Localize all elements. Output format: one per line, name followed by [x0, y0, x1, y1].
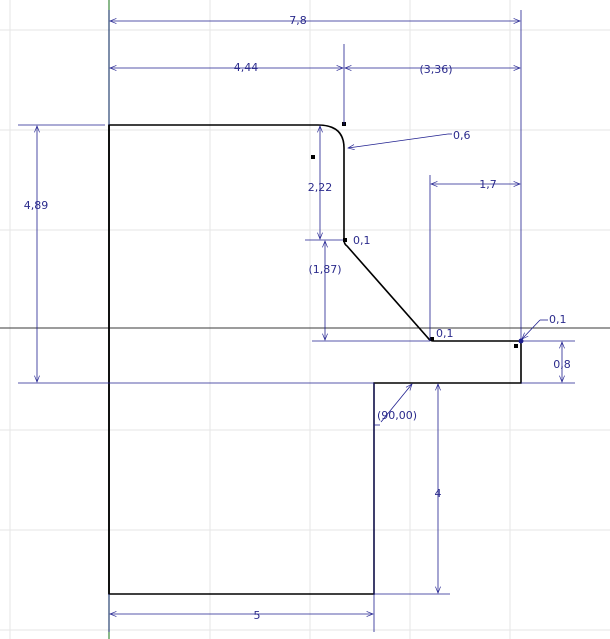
- dim-right-length-ref[interactable]: (3,36): [419, 63, 452, 76]
- dimension-labels: 7,8 4,44 (3,36) 0,6 1,7 4,89 2,22 (1,87)…: [24, 14, 571, 622]
- dim-upper-step-height[interactable]: 2,22: [308, 181, 333, 194]
- dim-chamfer-height-ref[interactable]: (1,87): [308, 263, 341, 276]
- dim-total-height[interactable]: 4,89: [24, 199, 49, 212]
- dim-total-length[interactable]: 7,8: [289, 14, 307, 27]
- dim-right-step-height[interactable]: 0,8: [553, 358, 571, 371]
- dimension-lines: [37, 21, 562, 614]
- dim-short-right-length[interactable]: 1,7: [479, 178, 497, 191]
- sketch-points: [311, 122, 524, 348]
- dim-top-fillet-radius[interactable]: 0,6: [453, 129, 471, 142]
- dim-bottom-length[interactable]: 5: [254, 609, 261, 622]
- dim-fillet-radius-right[interactable]: 0,1: [549, 313, 567, 326]
- dim-fillet-radius-mid[interactable]: 0,1: [353, 234, 371, 247]
- dim-fillet-radius-low[interactable]: 0,1: [436, 327, 454, 340]
- dim-left-length[interactable]: 4,44: [234, 61, 259, 74]
- extension-lines: [18, 10, 575, 632]
- dim-angle-ref[interactable]: (90,00): [377, 409, 417, 422]
- part-profile[interactable]: [108, 124, 522, 595]
- dim-lower-height[interactable]: 4: [435, 487, 442, 500]
